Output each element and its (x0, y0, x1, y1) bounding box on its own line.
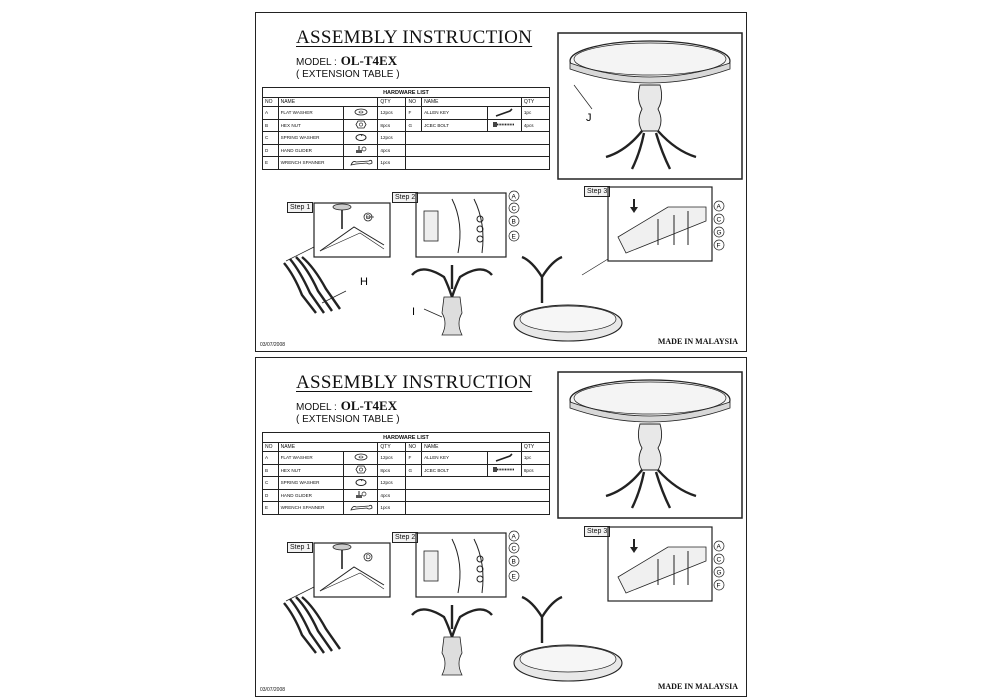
print-date: 03/07/2008 (260, 687, 286, 693)
step-2-label: Step 2 (392, 532, 419, 543)
step-2-label: Step 2 (392, 192, 419, 203)
part-letter: A (717, 204, 722, 211)
callout-j: J (586, 112, 592, 124)
made-in-label: MADE IN MALAYSIA (657, 337, 738, 346)
assembly-illustrations: D A C B E (283, 371, 743, 682)
col-qty: QTY (377, 442, 407, 452)
step-3-label: Step 3 (584, 186, 611, 197)
part-letter: A (512, 534, 517, 541)
table-row: A FLAT WASHER 12pcs F ALLEN KEY 1pc (262, 451, 551, 465)
table-row: D HAND GLIDER 4pcs (262, 143, 550, 157)
product-subtitle: ( EXTENSION TABLE ) (296, 69, 400, 80)
print-date: 03/07/2008 (260, 342, 286, 348)
part-letter: E (512, 574, 517, 581)
part-letter: G (717, 570, 722, 577)
hardware-list-table: HARDWARE LIST NO NAME QTY NO NAME QTY A … (262, 87, 551, 170)
step-2-illustration (411, 532, 507, 676)
step-3-illustration (513, 526, 713, 682)
part-letter: C (717, 217, 722, 224)
hardware-list-table: HARDWARE LIST NO NAME QTY NO NAME QTY A … (262, 432, 551, 515)
part-letter: A (717, 544, 722, 551)
sheet-title: ASSEMBLY INSTRUCTION (296, 27, 533, 48)
part-letter: C (717, 557, 722, 564)
step-1-label: Step 1 (287, 542, 314, 553)
step-1-label: Step 1 (287, 202, 314, 213)
assembly-illustrations: J H D I (283, 32, 743, 342)
sheet-title: ASSEMBLY INSTRUCTION (296, 372, 533, 393)
table-row: E WRENCH SPANNER 1pcs (262, 501, 550, 515)
model-line: MODEL :OL-T4EX (296, 398, 397, 414)
col-qty: QTY (377, 97, 407, 107)
col-qty: QTY (520, 442, 551, 452)
model-value: OL-T4EX (340, 53, 398, 68)
step-3-letter-callouts: A C G F (713, 540, 725, 591)
model-label: MODEL : (296, 402, 337, 413)
col-qty: QTY (520, 97, 551, 107)
finished-table-illustration (557, 371, 743, 519)
part-letter: F (717, 583, 721, 590)
part-letter: B (512, 559, 516, 566)
callout-d: D (366, 554, 371, 561)
wrench-icon (343, 156, 379, 170)
table-row: D HAND GLIDER 4pcs (262, 488, 550, 502)
made-in-label: MADE IN MALAYSIA (657, 682, 738, 691)
callout-d: D (366, 214, 371, 221)
instruction-sheet-2: ASSEMBLY INSTRUCTION MODEL :OL-T4EX ( EX… (255, 357, 747, 697)
instruction-sheet-1: ASSEMBLY INSTRUCTION MODEL :OL-T4EX ( EX… (255, 12, 747, 352)
step-3-letter-callouts: A C G F (713, 200, 725, 251)
step-1-illustration (283, 542, 391, 654)
model-label: MODEL : (296, 57, 337, 68)
part-letter: C (512, 206, 517, 213)
part-letter: E (512, 234, 517, 241)
part-letter: A (512, 194, 517, 201)
hex-nut-icon (343, 118, 379, 132)
callout-h: H (360, 276, 368, 288)
table-row: E WRENCH SPANNER 1pcs (262, 156, 550, 170)
step-2-letter-callouts: A C B E (508, 530, 520, 582)
table-row: B HEX NUT 8pcs G JCBC BOLT 4pcs (262, 118, 551, 132)
model-value: OL-T4EX (340, 398, 398, 413)
part-letter: B (512, 219, 516, 226)
callout-i: I (412, 306, 415, 318)
step-2-letter-callouts: A C B E (508, 190, 520, 242)
step-2-illustration (411, 192, 507, 336)
part-letter: G (717, 230, 722, 237)
step-1-illustration (283, 202, 391, 314)
wrench-icon (343, 501, 379, 515)
step-3-illustration (513, 186, 713, 342)
step-3-label: Step 3 (584, 526, 611, 537)
bolt-icon (486, 118, 522, 132)
model-line: MODEL :OL-T4EX (296, 53, 397, 69)
finished-table-illustration (557, 32, 743, 180)
product-subtitle: ( EXTENSION TABLE ) (296, 414, 400, 425)
part-letter: F (717, 243, 721, 250)
part-letter: C (512, 546, 517, 553)
